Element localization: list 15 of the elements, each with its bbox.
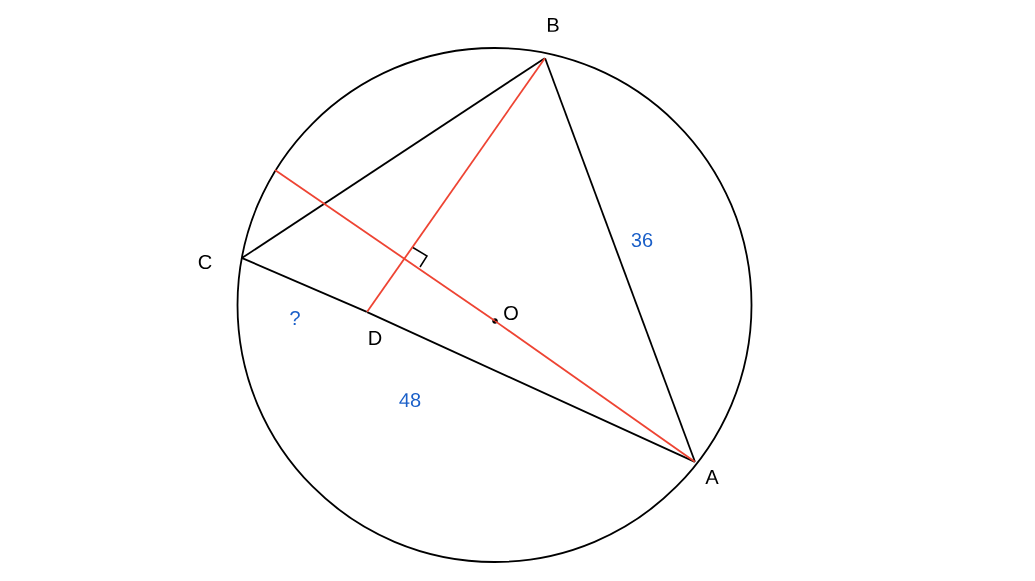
- point-label: B: [548, 18, 559, 32]
- point-label: A: [705, 470, 719, 484]
- line-segment: [366, 311, 696, 463]
- point-label: D: [369, 331, 382, 345]
- point-label: O: [492, 305, 518, 324]
- point-label: C: [198, 254, 212, 270]
- length-label: 36: [629, 231, 655, 249]
- line-segment: [366, 57, 546, 313]
- line-segment: [241, 57, 546, 259]
- line-segment: [494, 320, 696, 463]
- line-segment: [274, 169, 496, 322]
- line-segment: [241, 257, 368, 313]
- line-segment: [544, 57, 696, 463]
- length-label: 48: [397, 391, 423, 409]
- length-label: ?: [288, 310, 302, 326]
